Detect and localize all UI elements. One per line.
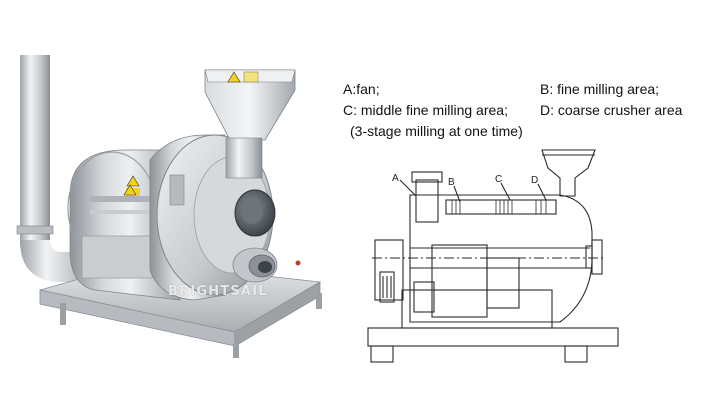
schematic-frame xyxy=(401,289,553,329)
schematic-base xyxy=(367,327,619,347)
schematic-milling-zone xyxy=(445,199,557,215)
schematic-hopper xyxy=(541,149,596,197)
schematic-fan-end xyxy=(374,239,404,301)
schematic-motor xyxy=(431,244,488,318)
legend-middle-milling: C: middle fine milling area; xyxy=(343,102,508,118)
legend-fine-milling: B: fine milling area; xyxy=(540,81,660,97)
schematic-foot-left xyxy=(370,345,394,363)
legend-coarse-crusher: D: coarse crusher area xyxy=(540,102,683,118)
legend-fan: A:fan; xyxy=(343,81,380,97)
schematic-fan-duct xyxy=(415,179,439,223)
brand-watermark: BRIGHTSAIL xyxy=(168,284,268,299)
schematic-label-a: A xyxy=(392,173,399,184)
schematic-label-d: D xyxy=(531,175,538,186)
schematic-label-b: B xyxy=(448,177,455,188)
legend-note: (3-stage milling at one time) xyxy=(350,123,523,139)
schematic-label-c: C xyxy=(495,174,502,185)
schematic-foot-right xyxy=(564,345,588,363)
schematic-end-cap xyxy=(591,239,603,275)
feed-hopper xyxy=(204,69,296,179)
